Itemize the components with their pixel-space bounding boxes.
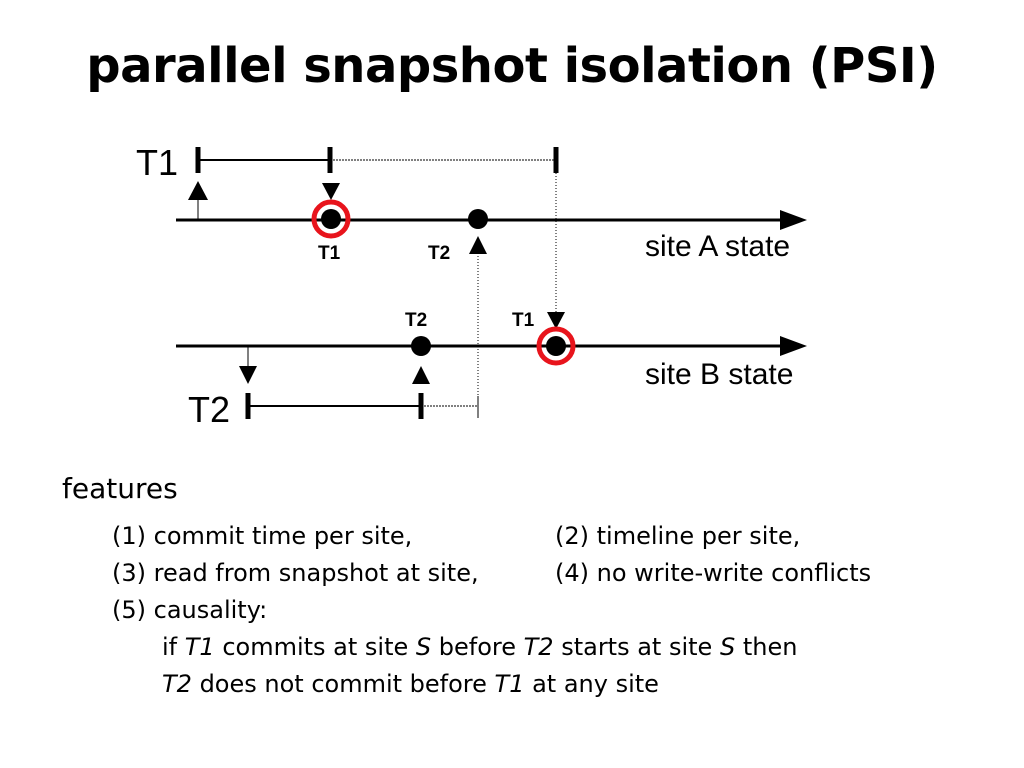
- site-b-label: site B state: [645, 358, 793, 391]
- feature-item-5: (5) causality:: [112, 596, 268, 624]
- feature-item-4: (4) no write-write conflicts: [555, 559, 872, 587]
- site-b-timeline: [176, 336, 807, 356]
- feature-item-3: (3) read from snapshot at site,: [112, 559, 479, 587]
- rule-text: at any site: [524, 670, 659, 698]
- site-b-t2-commit-label: T2: [405, 310, 427, 331]
- causality-rule-line-2: T2 does not commit before T1 at any site: [162, 670, 659, 698]
- t1-transaction-interval: [195, 147, 559, 173]
- t2-arrival-up-arrow-site-a: [469, 236, 487, 254]
- rule-txn-t2: T2: [162, 670, 192, 698]
- site-b-t1-commit-label: T1: [512, 310, 535, 331]
- feature-item-1: (1) commit time per site,: [112, 522, 413, 550]
- site-b-t1-highlight-ring: [536, 326, 576, 366]
- rule-text: does not commit before: [191, 670, 495, 698]
- t1-transaction-label: T1: [136, 142, 178, 183]
- site-a-t2-commit-label: T2: [428, 243, 450, 264]
- slide-title: parallel snapshot isolation (PSI): [86, 38, 938, 94]
- rule-text: commits at site: [214, 633, 416, 661]
- rule-text: starts at site: [553, 633, 720, 661]
- t2-commit-up-arrow-site-b: [412, 366, 430, 384]
- rule-text: then: [735, 633, 798, 661]
- rule-txn-t1: T1: [184, 633, 215, 661]
- causality-rule-line-1: if T1 commits at site S before T2 starts…: [162, 633, 797, 661]
- rule-site-s: S: [719, 633, 736, 661]
- site-a-timeline: [176, 210, 807, 230]
- t1-arrival-down-arrow-site-b: [547, 312, 565, 329]
- site-b-t2-commit-dot: [411, 336, 431, 356]
- t1-start-up-arrow: [188, 181, 208, 220]
- t2-transaction-label: T2: [188, 389, 230, 430]
- t2-start-down-arrow: [239, 346, 257, 384]
- rule-site-s: S: [415, 633, 432, 661]
- site-a-t1-commit-dot: [321, 209, 341, 229]
- site-a-t1-commit-label: T1: [318, 243, 341, 264]
- site-b-t1-commit-dot: [546, 336, 566, 356]
- features-heading: features: [62, 472, 178, 505]
- rule-txn-t2: T2: [523, 633, 554, 661]
- rule-text: before: [431, 633, 524, 661]
- rule-text: if: [162, 633, 185, 661]
- t1-commit-down-arrow-site-a: [322, 183, 340, 200]
- site-a-label: site A state: [645, 230, 790, 263]
- rule-txn-t1: T1: [494, 670, 525, 698]
- site-a-t2-commit-dot: [468, 209, 488, 229]
- psi-timeline-diagram: T1 site A state T1 T2 T2 T1 site B state: [136, 142, 807, 430]
- t2-transaction-interval: [245, 393, 479, 419]
- feature-item-2: (2) timeline per site,: [555, 522, 801, 550]
- site-a-t1-highlight-ring: [311, 199, 351, 239]
